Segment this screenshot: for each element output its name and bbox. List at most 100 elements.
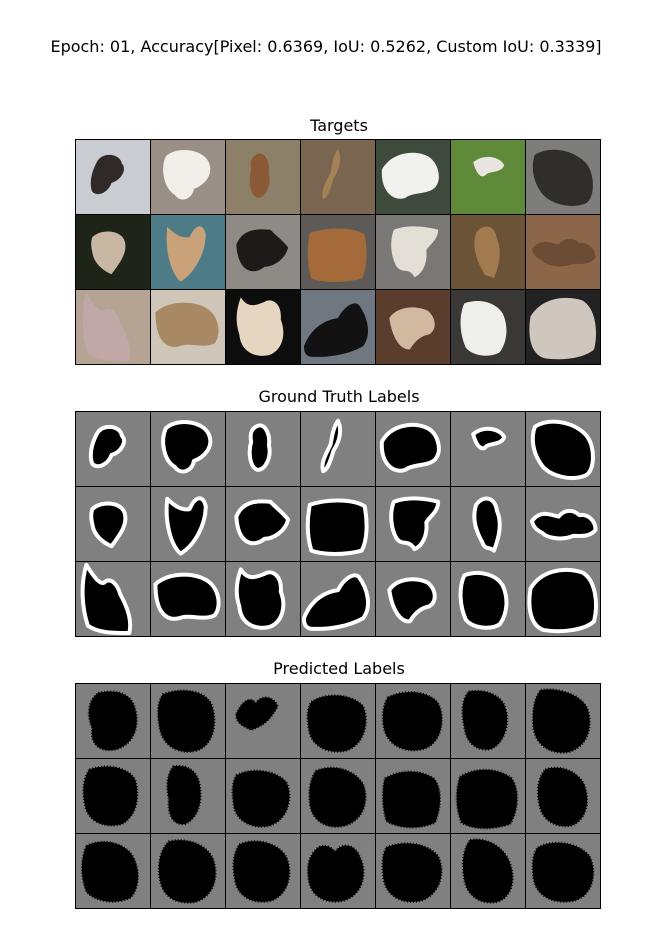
predicted-mask: [451, 834, 525, 908]
dog-subject-shape: [236, 297, 284, 356]
dog-subject-shape: [529, 297, 597, 360]
ground-truth-mask: [451, 562, 525, 636]
target-image: [151, 290, 225, 364]
predicted-mask: [376, 684, 450, 758]
dog-subject-shape: [155, 302, 219, 347]
dog-subject-shape: [391, 226, 439, 278]
dog-subject-shape: [474, 226, 500, 279]
target-image: [76, 290, 150, 364]
ground-truth-mask: [151, 487, 225, 561]
mask-foreground: [533, 689, 590, 752]
ground-truth-mask: [376, 487, 450, 561]
target-image: [376, 140, 450, 214]
mask-foreground: [158, 690, 215, 751]
mask-foreground: [91, 503, 125, 546]
mask-foreground: [237, 569, 284, 627]
mask-foreground: [167, 498, 206, 553]
ground-truth-mask-grid: [75, 411, 601, 637]
mask-foreground: [155, 575, 218, 619]
target-image: [376, 215, 450, 289]
ground-truth-mask: [376, 412, 450, 486]
predicted-mask-grid: [75, 683, 601, 909]
dog-subject-shape: [236, 229, 289, 272]
mask-foreground: [304, 575, 368, 629]
predicted-mask: [151, 759, 225, 833]
target-image: [151, 215, 225, 289]
mask-foreground: [236, 501, 288, 543]
target-image: [76, 215, 150, 289]
panel-title-targets: Targets: [310, 116, 368, 135]
target-image: [226, 290, 300, 364]
mask-foreground: [529, 570, 596, 631]
target-image: [451, 290, 525, 364]
mask-foreground: [462, 691, 507, 750]
mask-foreground: [391, 498, 438, 549]
predicted-mask: [76, 759, 150, 833]
mask-foreground: [159, 840, 216, 903]
mask-foreground: [167, 766, 200, 824]
ground-truth-mask: [451, 487, 525, 561]
target-image: [151, 140, 225, 214]
mask-foreground: [233, 841, 289, 902]
mask-foreground: [473, 429, 504, 449]
mask-foreground: [89, 691, 137, 750]
mask-foreground: [457, 770, 517, 829]
mask-foreground: [91, 427, 124, 466]
ground-truth-mask: [76, 562, 150, 636]
mask-foreground: [533, 422, 593, 478]
ground-truth-mask: [451, 412, 525, 486]
ground-truth-mask: [526, 562, 600, 636]
predicted-mask: [226, 834, 300, 908]
mask-foreground: [463, 839, 513, 902]
dog-subject-shape: [166, 226, 206, 282]
mask-foreground: [83, 565, 131, 633]
predicted-mask: [151, 834, 225, 908]
mask-foreground: [383, 692, 442, 750]
ground-truth-mask: [301, 412, 375, 486]
predicted-mask: [76, 834, 150, 908]
mask-foreground: [250, 425, 270, 469]
target-image: [301, 215, 375, 289]
predicted-mask: [526, 684, 600, 758]
dog-subject-shape: [90, 154, 125, 195]
predicted-mask: [376, 759, 450, 833]
mask-foreground: [474, 499, 499, 551]
dog-subject-shape: [322, 148, 341, 200]
mask-foreground: [308, 695, 366, 751]
predicted-mask: [376, 834, 450, 908]
predicted-mask: [226, 759, 300, 833]
mask-foreground: [532, 511, 596, 539]
dog-subject-shape: [82, 292, 131, 362]
dog-subject-shape: [532, 149, 593, 206]
ground-truth-mask: [226, 487, 300, 561]
target-image: [301, 140, 375, 214]
predicted-mask: [301, 834, 375, 908]
panel-title-ground-truth: Ground Truth Labels: [258, 387, 420, 406]
target-image: [451, 140, 525, 214]
predicted-mask: [451, 684, 525, 758]
predicted-mask: [451, 759, 525, 833]
target-image: [451, 215, 525, 289]
mask-foreground: [308, 846, 364, 902]
predicted-mask: [76, 684, 150, 758]
mask-foreground: [382, 425, 439, 471]
mask-foreground: [83, 766, 137, 825]
mask-foreground: [533, 843, 594, 902]
ground-truth-mask: [76, 412, 150, 486]
ground-truth-mask: [76, 487, 150, 561]
mask-foreground: [383, 843, 442, 901]
mask-foreground: [163, 422, 210, 471]
ground-truth-mask: [526, 412, 600, 486]
dog-subject-shape: [163, 150, 211, 200]
mask-foreground: [383, 772, 440, 828]
mask-foreground: [389, 579, 434, 621]
dog-subject-shape: [389, 307, 435, 350]
panel-title-predicted: Predicted Labels: [273, 659, 405, 678]
mask-foreground: [233, 771, 290, 827]
target-image: [226, 215, 300, 289]
dog-subject-shape: [531, 238, 596, 267]
targets-image-grid: [75, 139, 601, 365]
target-image: [76, 140, 150, 214]
ground-truth-mask: [226, 562, 300, 636]
mask-foreground: [308, 500, 367, 553]
